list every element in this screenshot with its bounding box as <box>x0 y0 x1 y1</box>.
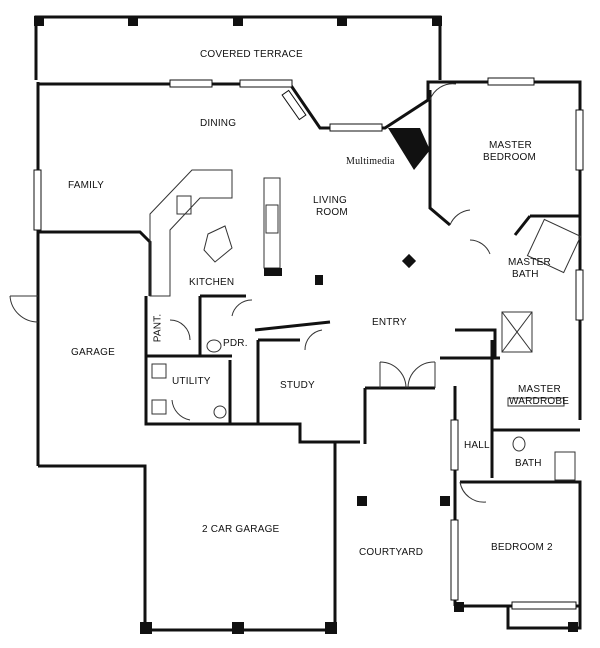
label-powder: PDR. <box>223 338 248 349</box>
post <box>440 496 450 506</box>
master-bath-door <box>429 83 457 101</box>
pdr-wall <box>198 294 331 358</box>
pdr-toilet <box>206 339 222 353</box>
post <box>568 622 578 632</box>
pantry-door <box>169 319 191 341</box>
living-door-1 <box>469 239 491 255</box>
family-garage-wall <box>38 230 152 296</box>
bay-window <box>281 89 307 121</box>
bedroom2-window <box>450 519 459 601</box>
label-pantry: PANT. <box>152 313 164 343</box>
post <box>357 496 367 506</box>
post <box>432 16 442 26</box>
master-window <box>487 77 535 86</box>
post <box>232 622 244 634</box>
multimedia-fireplace <box>388 128 430 170</box>
label-master-bath-l2: BATH <box>512 269 539 280</box>
label-hall: HALL <box>464 440 490 451</box>
bedroom2-door <box>459 481 487 503</box>
dining-window <box>169 79 213 88</box>
post <box>34 16 44 26</box>
entry-door <box>379 361 436 389</box>
label-study: STUDY <box>280 380 315 391</box>
label-master-wardrobe-l1: MASTER <box>518 384 561 395</box>
family-window <box>33 169 42 231</box>
pantry-wall <box>144 296 232 426</box>
bath-wall <box>460 480 582 610</box>
kitchen-counter <box>149 169 233 297</box>
shower-x <box>501 311 533 353</box>
study-door <box>304 329 323 351</box>
master-tub <box>526 218 582 274</box>
wardrobe-shelf <box>507 397 565 407</box>
shower <box>501 311 533 353</box>
master-bedroom-wall <box>428 90 451 227</box>
hall-wall <box>455 328 497 358</box>
label-multimedia: Multimedia <box>346 156 395 167</box>
master-side-window <box>575 109 584 171</box>
garage-bottom-wall <box>38 464 147 630</box>
bath-side-window <box>575 269 584 321</box>
courtyard-window <box>450 419 459 471</box>
utility-toilet <box>213 405 227 419</box>
cooktop <box>176 195 192 215</box>
post <box>401 253 417 269</box>
label-master-wardrobe-l2: WARDROBE <box>509 396 570 407</box>
master-bath-wall <box>513 214 580 236</box>
label-two-car-garage: 2 CAR GARAGE <box>202 524 280 535</box>
label-master-bedroom-l2: BEDROOM <box>483 152 537 163</box>
post <box>325 622 337 634</box>
bath-toilet <box>512 436 526 452</box>
master-entry-door <box>449 209 471 226</box>
label-living-room-l2: ROOM <box>316 207 348 218</box>
label-master-bedroom-l1: MASTER <box>489 140 532 151</box>
label-master-bath-l1: MASTER <box>508 257 551 268</box>
label-utility: UTILITY <box>172 376 211 387</box>
label-garage: GARAGE <box>71 347 115 358</box>
entry-wall <box>365 356 500 390</box>
multimedia-window <box>329 123 383 132</box>
utility-dryer <box>151 399 167 415</box>
island-sink <box>265 204 279 234</box>
label-entry: ENTRY <box>372 317 407 328</box>
utility-door <box>171 399 191 421</box>
label-kitchen: KITCHEN <box>189 277 235 288</box>
label-covered-terrace: COVERED TERRACE <box>200 49 303 60</box>
post <box>454 602 464 612</box>
label-bath: BATH <box>515 458 542 469</box>
wardrobe-wall <box>490 340 580 478</box>
study-wall <box>256 338 300 424</box>
label-dining: DINING <box>200 118 237 129</box>
kitchen-prep-island <box>203 225 233 263</box>
bedroom2-bottom-window <box>511 601 577 610</box>
post <box>233 16 243 26</box>
post <box>337 16 347 26</box>
study-bottom-wall <box>230 422 335 444</box>
bath-vanity <box>554 451 576 481</box>
two-car-garage-wall <box>143 440 360 632</box>
post <box>315 275 323 285</box>
label-courtyard: COURTYARD <box>359 547 424 558</box>
dining-wall <box>38 80 582 420</box>
label-bedroom-2: BEDROOM 2 <box>491 542 553 553</box>
dining-window-2 <box>239 79 293 88</box>
label-living-room-l1: LIVING <box>313 195 347 206</box>
post <box>140 622 152 634</box>
label-family: FAMILY <box>68 180 105 191</box>
kitchen-post <box>264 268 282 276</box>
post <box>128 16 138 26</box>
pdr-door <box>231 299 253 317</box>
garage-side-door <box>9 295 39 323</box>
utility-washer <box>151 363 167 379</box>
